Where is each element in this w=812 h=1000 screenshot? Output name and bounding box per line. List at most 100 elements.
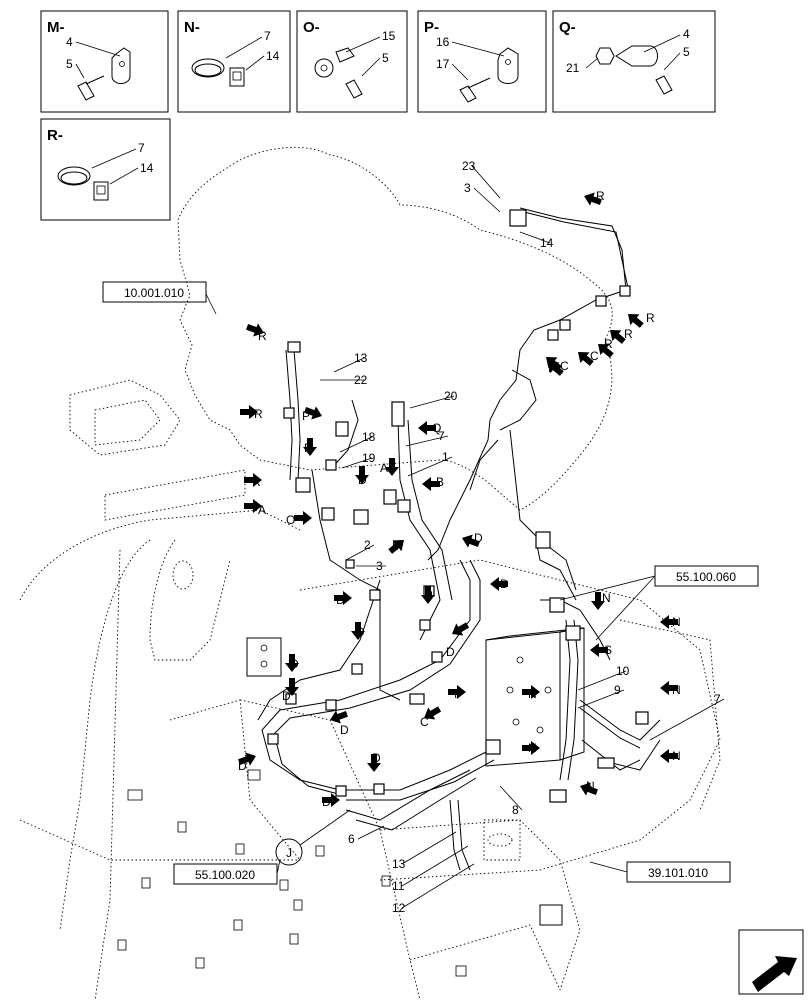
detail-box-o-label-15: 15 — [382, 29, 396, 43]
arrow-head-shape — [522, 685, 540, 699]
arrow-letter-label: R — [624, 327, 633, 341]
part-number-label: 19 — [362, 451, 376, 465]
arrow-head-shape — [244, 473, 262, 487]
part-leader-line — [333, 357, 365, 373]
arrow-letter-label: D — [282, 689, 291, 703]
direction-arrow-icon: M — [388, 539, 404, 554]
arrow-letter-label: C — [420, 715, 429, 729]
arrow-letter-label: D — [322, 795, 331, 809]
part-leader-line — [473, 187, 501, 213]
direction-arrow-icon: D — [330, 710, 349, 737]
detail-box-m-label-5: 5 — [66, 57, 73, 71]
direction-arrow-icon: A — [380, 458, 399, 476]
arrow-letter-label: N — [528, 741, 537, 755]
part-leader-line — [577, 689, 625, 709]
arrow-head-shape — [244, 499, 262, 513]
part-leader-line — [409, 395, 455, 409]
direction-arrow-icon: D — [322, 793, 340, 809]
arrow-head-shape — [591, 592, 605, 610]
direction-arrow-icon: A — [244, 499, 266, 517]
part-number-label: 7 — [714, 692, 721, 706]
arrow-letter-label: R — [604, 337, 613, 351]
part-number-label: 11 — [392, 879, 405, 893]
direction-arrow-icon: D — [351, 622, 365, 640]
reference-valve-text[interactable]: 55.100.060 — [676, 570, 736, 584]
detail-box-r-title: R- — [47, 127, 63, 144]
arrow-letter-label: N — [602, 591, 611, 605]
arrow-letter-label: N — [672, 683, 681, 697]
arrow-head-shape — [452, 622, 470, 636]
arrow-head-shape — [546, 357, 562, 371]
arrow-letter-label: N — [672, 615, 681, 629]
direction-arrow-icon: N — [660, 681, 681, 697]
arrow-letter-label: Q — [432, 421, 441, 435]
arrow-letter-label: D — [358, 473, 367, 487]
arrow-letter-label: R — [596, 189, 605, 203]
arrow-head-shape — [285, 678, 299, 696]
part-number-label: 18 — [362, 430, 376, 444]
detail-box-r: R- 7 14 — [40, 118, 171, 221]
arrow-head-shape — [351, 622, 365, 640]
arrow-letter-label: C — [560, 359, 569, 373]
detail-box-p: P- 16 17 — [417, 10, 547, 113]
direction-arrow-icon: R — [546, 357, 562, 375]
arrow-head-shape — [580, 782, 598, 796]
arrow-letter-label: R — [548, 361, 557, 375]
reference-valve[interactable]: 55.100.060 — [559, 565, 759, 641]
arrow-letter-label: D — [238, 759, 247, 773]
direction-arrow-icon: B — [422, 475, 444, 491]
direction-arrow-icon: N — [580, 779, 598, 796]
arrow-head-shape — [584, 192, 602, 206]
direction-arrow-icon: D — [421, 586, 435, 604]
part-leader-line — [345, 544, 375, 561]
part-number-label: 1 — [442, 450, 449, 464]
reference-harness-text[interactable]: 55.100.020 — [195, 868, 255, 882]
direction-arrow-icon: D — [490, 577, 509, 591]
part-number-label: 10 — [616, 664, 630, 678]
direction-arrow-icon: N — [660, 615, 681, 629]
arrow-head-shape — [522, 741, 540, 755]
direction-arrow-icon: N — [522, 741, 540, 755]
reference-harness[interactable]: 55.100.020 — [173, 859, 281, 885]
direction-arrow-icon: R — [303, 438, 317, 456]
detail-box-n-title: N- — [184, 19, 200, 36]
arrow-head-shape — [238, 752, 256, 766]
arrow-letter-label: D — [340, 723, 349, 737]
arrow-letter-label: B — [436, 475, 444, 489]
direction-arrow-icon: D — [282, 678, 299, 703]
direction-arrow-icon: N — [591, 591, 611, 610]
arrow-head-shape — [388, 540, 404, 554]
arrow-head-shape — [322, 793, 340, 807]
arrow-letter-label: P — [302, 409, 310, 423]
reference-frame[interactable]: 39.101.010 — [589, 861, 731, 883]
detail-box-o: O- 15 5 — [296, 10, 408, 113]
part-leader-line — [339, 436, 373, 453]
direction-arrow-icon: D — [446, 622, 470, 659]
arrow-head-shape — [385, 458, 399, 476]
direction-arrow-icon: R — [240, 405, 263, 421]
detail-box-m: M- 4 5 — [40, 10, 169, 113]
arrow-head-shape — [598, 344, 614, 358]
detail-box-m-title: M- — [47, 19, 65, 36]
reference-engine[interactable]: 10.001.010 — [102, 281, 217, 315]
arrow-head-shape — [422, 477, 440, 491]
detail-box-n-label-7: 7 — [264, 29, 271, 43]
arrow-head-shape — [490, 577, 508, 591]
callout-j-text: J — [286, 846, 292, 860]
direction-arrow-icon: D — [285, 654, 299, 672]
reference-frame-text[interactable]: 39.101.010 — [648, 866, 708, 880]
direction-arrow-icon: O — [286, 511, 312, 527]
reference-engine-text[interactable]: 10.001.010 — [124, 286, 184, 300]
detail-box-n: N- 7 14 — [177, 10, 291, 113]
detail-box-q: Q- 4 5 21 — [552, 10, 716, 113]
arrow-letter-label: A — [258, 503, 266, 517]
navigation-arrow-icon[interactable] — [738, 929, 804, 995]
arrow-head-shape — [330, 710, 348, 724]
part-leader-line — [405, 435, 449, 447]
arrow-letter-label: D — [474, 531, 483, 545]
hose-routing — [257, 207, 661, 871]
direction-arrow-icon: R — [610, 327, 633, 344]
arrow-head-shape — [590, 643, 608, 657]
